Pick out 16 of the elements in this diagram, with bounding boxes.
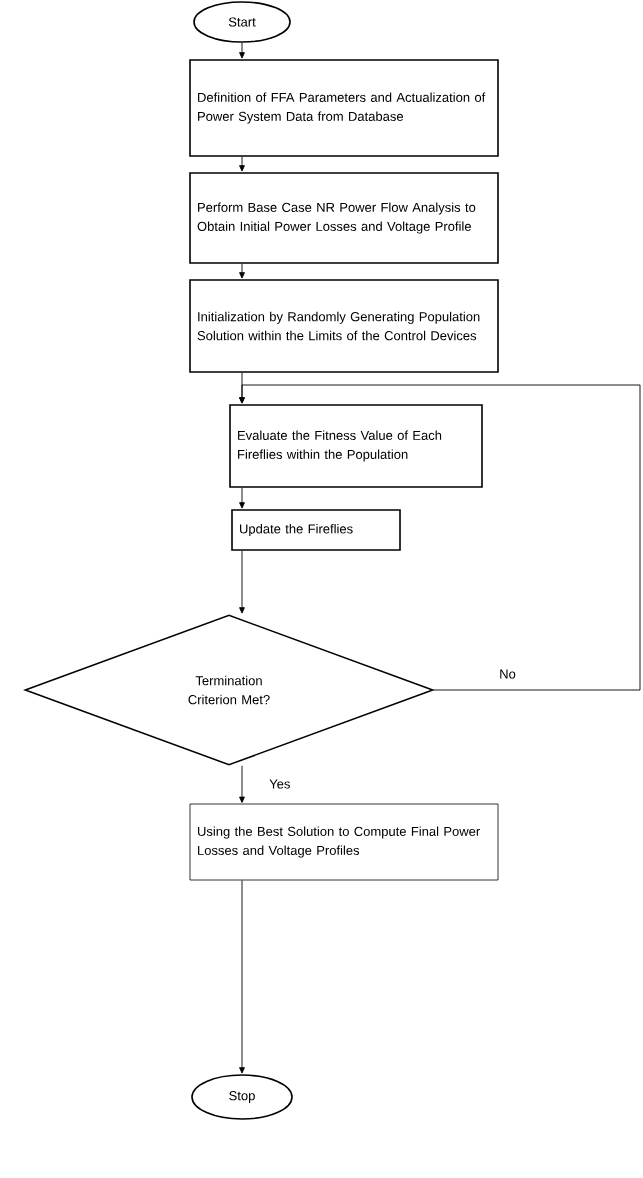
arrow (239, 879, 245, 1074)
arrow (239, 263, 245, 279)
process-box: Using the Best Solution to Compute Final Power Losses and Voltage Profiles (189, 803, 499, 881)
process-box: Update the Fireflies (231, 509, 401, 551)
edge-label: Yes (268, 778, 292, 790)
arrow (239, 384, 641, 691)
arrow (239, 487, 245, 509)
process-box: Initialization by Randomly Generating Population Solution within the Limits of the Control Devices (189, 279, 499, 373)
edge-label: No (498, 668, 517, 680)
process-box: Definition of FFA Parameters and Actualization of Power System Data from Database (189, 59, 499, 157)
arrow (239, 765, 245, 803)
arrow (239, 550, 245, 614)
arrow (239, 156, 245, 172)
process-box: Perform Base Case NR Power Flow Analysis to Obtain Initial Power Losses and Voltage Profile (189, 172, 499, 264)
process-box: Evaluate the Fitness Value of Each Fireflies within the Population (229, 404, 483, 488)
arrow (239, 42, 245, 59)
